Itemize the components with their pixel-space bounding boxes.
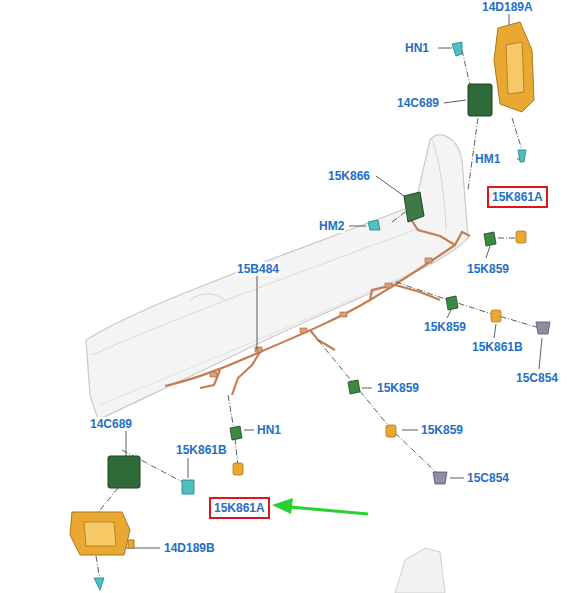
callout-number: HM2	[318, 219, 345, 233]
callout-number: 14D189B	[163, 541, 216, 555]
callout-number: 15C854	[515, 371, 559, 385]
callout-number: 15K859	[376, 381, 420, 395]
callout-number: 15K859	[420, 423, 464, 437]
callout-number: 15K859	[466, 262, 510, 276]
callout-number: HN1	[256, 423, 282, 437]
callout-number: 15K859	[423, 320, 467, 334]
highlight-box: 15K861A	[209, 497, 270, 519]
callout-number: 15K866	[327, 169, 371, 183]
callout-number: 14C689	[396, 96, 440, 110]
callout-number: 14C689	[89, 417, 133, 431]
callout-number: 15C854	[466, 471, 510, 485]
callout-number: 15B484	[236, 262, 280, 276]
callout-number: 15K861A	[489, 188, 546, 204]
callout-number: HM1	[474, 152, 501, 166]
callout-number: HN1	[404, 41, 430, 55]
callout-number: 15K861B	[471, 340, 524, 354]
callout-number: 15K861A	[211, 499, 268, 515]
callout-number: 14D189A	[481, 0, 534, 14]
callout-number: 15K861B	[175, 443, 228, 457]
highlight-box: 15K861A	[487, 186, 548, 208]
